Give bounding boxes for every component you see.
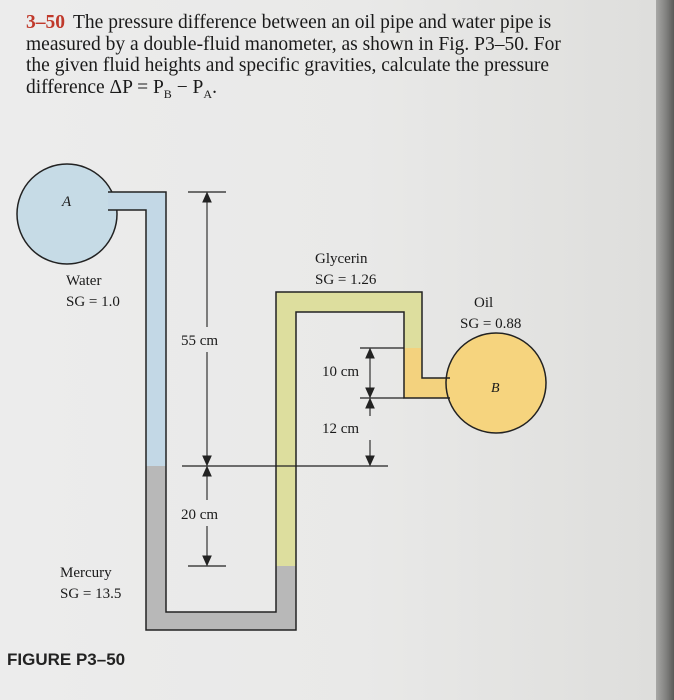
dim-10-label: 10 cm: [322, 364, 359, 380]
dimension-20: [202, 465, 212, 567]
oil-label: Oil: [474, 295, 493, 311]
pipe-b-circle: [445, 332, 547, 434]
subscript-a: A: [203, 86, 213, 101]
dim-20-label: 20 cm: [181, 507, 218, 523]
subscript-b: B: [163, 86, 172, 101]
glycerin-sg-label: SG = 1.26: [315, 272, 377, 288]
glycerin-column: [276, 292, 422, 566]
figure-caption: FIGURE P3–50: [7, 650, 126, 669]
glycerin-label: Glycerin: [315, 251, 368, 267]
problem-number: 3–50: [26, 12, 65, 33]
dimension-12: [365, 397, 375, 467]
pipe-a-label: A: [61, 194, 72, 210]
pipe-a-circle: [16, 163, 118, 265]
mercury-label: Mercury: [60, 565, 112, 581]
water-sg-label: SG = 1.0: [66, 294, 120, 310]
tube-outline: [108, 191, 450, 631]
manometer-figure: A B Water SG = 1.0 Glycerin SG = 1.26 Oi…: [16, 163, 547, 631]
minus-sign: − P: [171, 76, 204, 98]
dimension-55: [202, 191, 212, 467]
mercury-column: [146, 466, 296, 630]
dim-12-label: 12 cm: [322, 421, 359, 437]
oil-sg-label: SG = 0.88: [460, 316, 521, 332]
book-binding: [656, 0, 674, 700]
dim-55-label: 55 cm: [181, 333, 218, 349]
period: .: [212, 76, 217, 98]
water-label: Water: [66, 273, 101, 289]
problem-text: The pressure difference between an oil p…: [26, 12, 561, 98]
water-column: [108, 192, 166, 466]
pipe-b-label: B: [491, 381, 500, 396]
dimension-10: [365, 347, 375, 399]
textbook-page: [0, 0, 656, 700]
mercury-sg-label: SG = 13.5: [60, 586, 121, 602]
